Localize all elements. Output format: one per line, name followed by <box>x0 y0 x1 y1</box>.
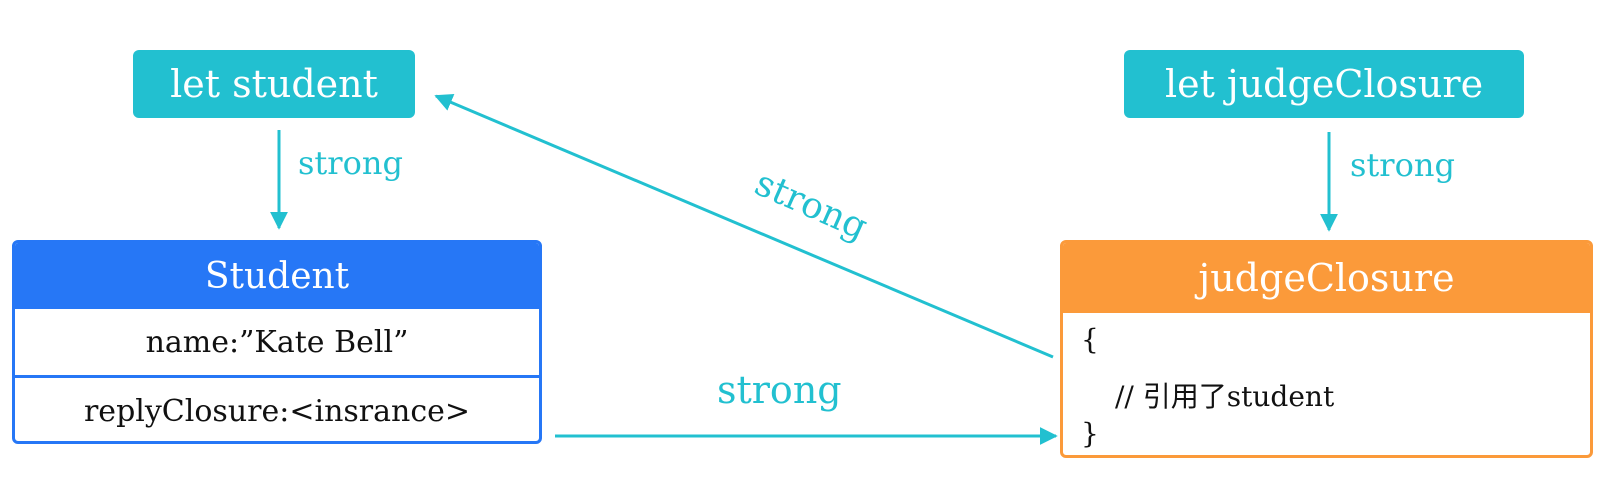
student-reply-closure-value: replyClosure:<insrance> <box>83 393 471 429</box>
let-judge-closure-box: let judgeClosure <box>1124 50 1524 118</box>
student-name-row: name:”Kate Bell” <box>15 309 539 375</box>
edge-label-judge-strong: strong <box>1350 146 1455 184</box>
judge-closure-card: judgeClosure { // 引用了student } <box>1060 240 1593 458</box>
judge-closure-header: judgeClosure <box>1063 243 1590 313</box>
let-student-label: let student <box>170 62 378 106</box>
student-class-title: Student <box>204 255 350 297</box>
arrow-closure-to-student-var <box>434 94 1054 359</box>
judge-closure-title: judgeClosure <box>1198 256 1455 300</box>
student-reply-closure-row: replyClosure:<insrance> <box>15 375 539 441</box>
let-student-box: let student <box>133 50 415 118</box>
let-judge-closure-label: let judgeClosure <box>1164 62 1484 106</box>
student-class-header: Student <box>15 243 539 309</box>
edge-label-reply-strong: strong <box>717 368 842 412</box>
edge-label-student-strong: strong <box>298 144 403 182</box>
code-comment: // 引用了student <box>1115 380 1335 413</box>
open-brace: { <box>1081 323 1099 356</box>
judge-closure-body: { // 引用了student } <box>1063 313 1590 455</box>
close-brace: } <box>1081 417 1099 450</box>
student-name-value: name:”Kate Bell” <box>145 324 409 360</box>
student-class-card: Student name:”Kate Bell” replyClosure:<i… <box>12 240 542 444</box>
